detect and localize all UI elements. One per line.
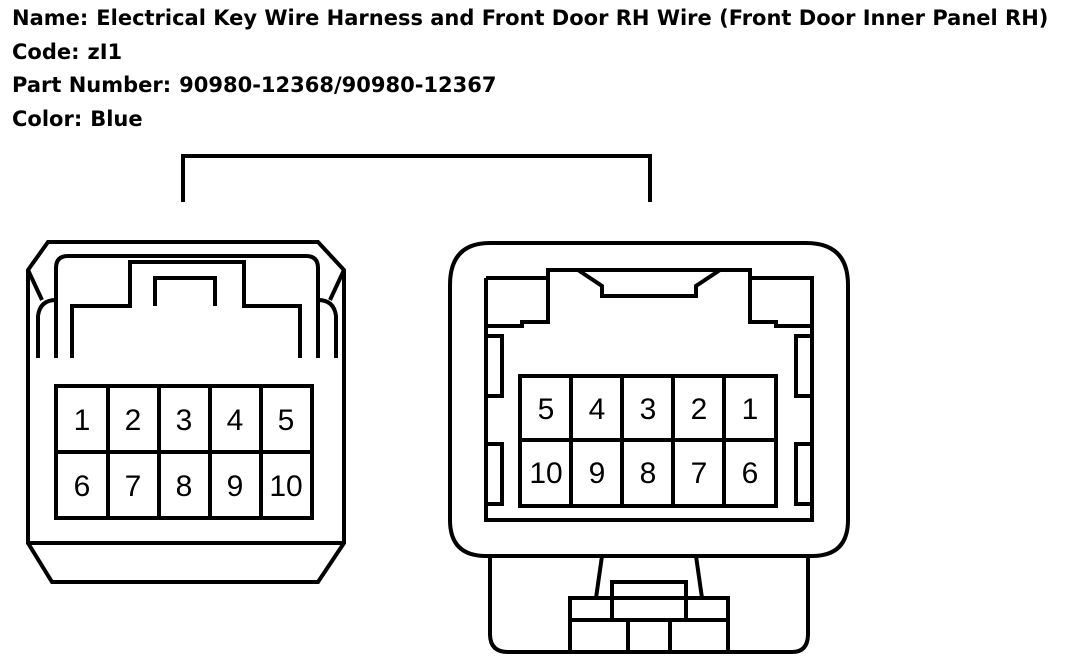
right-pin-5: 5 bbox=[538, 393, 555, 426]
right-pin-labels: 5 4 3 2 1 10 9 8 7 6 bbox=[529, 393, 758, 490]
left-pin-6: 6 bbox=[74, 470, 91, 503]
right-connector-body bbox=[448, 241, 850, 654]
left-pin-4: 4 bbox=[227, 404, 244, 437]
left-pin-5: 5 bbox=[278, 404, 295, 437]
connector-name: Electrical Key Wire Harness and Front Do… bbox=[96, 6, 1049, 30]
right-pin-3: 3 bbox=[640, 393, 657, 426]
left-pin-8: 8 bbox=[176, 470, 193, 503]
left-pin-7: 7 bbox=[125, 470, 142, 503]
part-number: 90980-12368/90980-12367 bbox=[179, 73, 497, 97]
part-number-line: Part Number: 90980-12368/90980-12367 bbox=[12, 73, 496, 97]
connector-color-line: Color: Blue bbox=[12, 107, 143, 131]
left-connector-body bbox=[26, 240, 346, 584]
code-label: Code: bbox=[12, 40, 80, 64]
name-label: Name: bbox=[12, 6, 89, 30]
left-pin-9: 9 bbox=[227, 470, 244, 503]
left-pin-10: 10 bbox=[269, 470, 302, 503]
right-pin-6: 6 bbox=[742, 457, 759, 490]
connector-code-line: Code: zI1 bbox=[12, 40, 122, 64]
left-pin-1: 1 bbox=[74, 404, 91, 437]
right-pin-9: 9 bbox=[589, 457, 606, 490]
mating-bracket bbox=[181, 154, 652, 202]
left-pin-labels: 1 2 3 4 5 6 7 8 9 10 bbox=[74, 404, 303, 503]
connector-code: zI1 bbox=[87, 40, 123, 64]
right-pin-10: 10 bbox=[529, 457, 562, 490]
color-label: Color: bbox=[12, 107, 83, 131]
connector-color: Blue bbox=[90, 107, 143, 131]
left-pin-2: 2 bbox=[125, 404, 142, 437]
right-pin-1: 1 bbox=[742, 393, 759, 426]
left-pin-3: 3 bbox=[176, 404, 193, 437]
right-pin-7: 7 bbox=[691, 457, 708, 490]
right-pin-8: 8 bbox=[640, 457, 657, 490]
right-pin-4: 4 bbox=[589, 393, 606, 426]
right-pin-2: 2 bbox=[691, 393, 708, 426]
part-number-label: Part Number: bbox=[12, 73, 172, 97]
connector-name-line: Name: Electrical Key Wire Harness and Fro… bbox=[12, 6, 1048, 30]
